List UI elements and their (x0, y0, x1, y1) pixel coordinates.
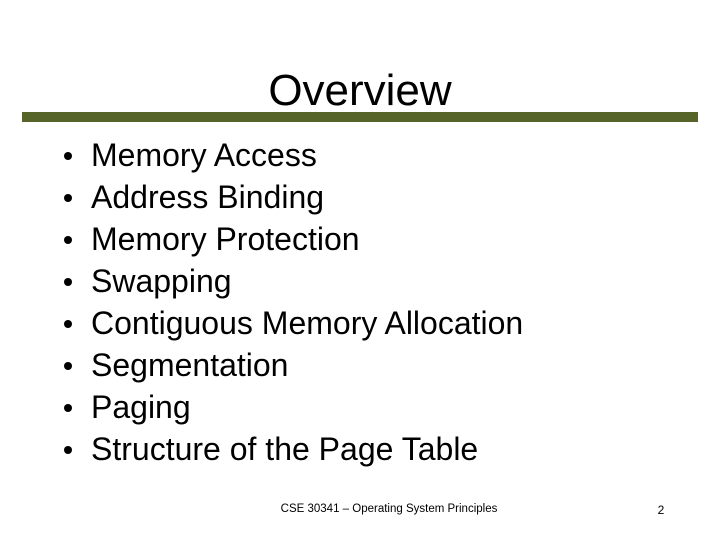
bullet-icon (64, 446, 72, 454)
list-item-label: Contiguous Memory Allocation (91, 304, 524, 341)
slide-page-number: 2 (657, 503, 665, 517)
list-item-label: Structure of the Page Table (91, 430, 479, 467)
list-item: Structure of the Page Table (64, 428, 523, 470)
page-title: Overview (268, 66, 452, 116)
list-item: Contiguous Memory Allocation (64, 302, 523, 344)
list-item: Paging (64, 386, 523, 428)
title-underline-bar (22, 112, 698, 122)
bullet-icon (64, 278, 72, 286)
list-item-label: Paging (91, 388, 191, 425)
bullet-icon (64, 362, 72, 370)
bullet-icon (64, 404, 72, 412)
list-item-label: Address Binding (91, 178, 325, 215)
list-item-label: Segmentation (91, 346, 289, 383)
list-item-label: Memory Access (91, 136, 317, 173)
list-item-label: Swapping (91, 262, 232, 299)
bullet-icon (64, 152, 72, 160)
list-item: Swapping (64, 260, 523, 302)
list-item: Segmentation (64, 344, 523, 386)
bullet-icon (64, 194, 72, 202)
topic-list: Memory Access Address Binding Memory Pro… (64, 134, 523, 470)
footer-course-label: CSE 30341 – Operating System Principles (280, 503, 498, 515)
list-item: Address Binding (64, 176, 523, 218)
list-item-label: Memory Protection (91, 220, 360, 257)
list-item: Memory Access (64, 134, 523, 176)
bullet-icon (64, 320, 72, 328)
bullet-icon (64, 236, 72, 244)
list-item: Memory Protection (64, 218, 523, 260)
